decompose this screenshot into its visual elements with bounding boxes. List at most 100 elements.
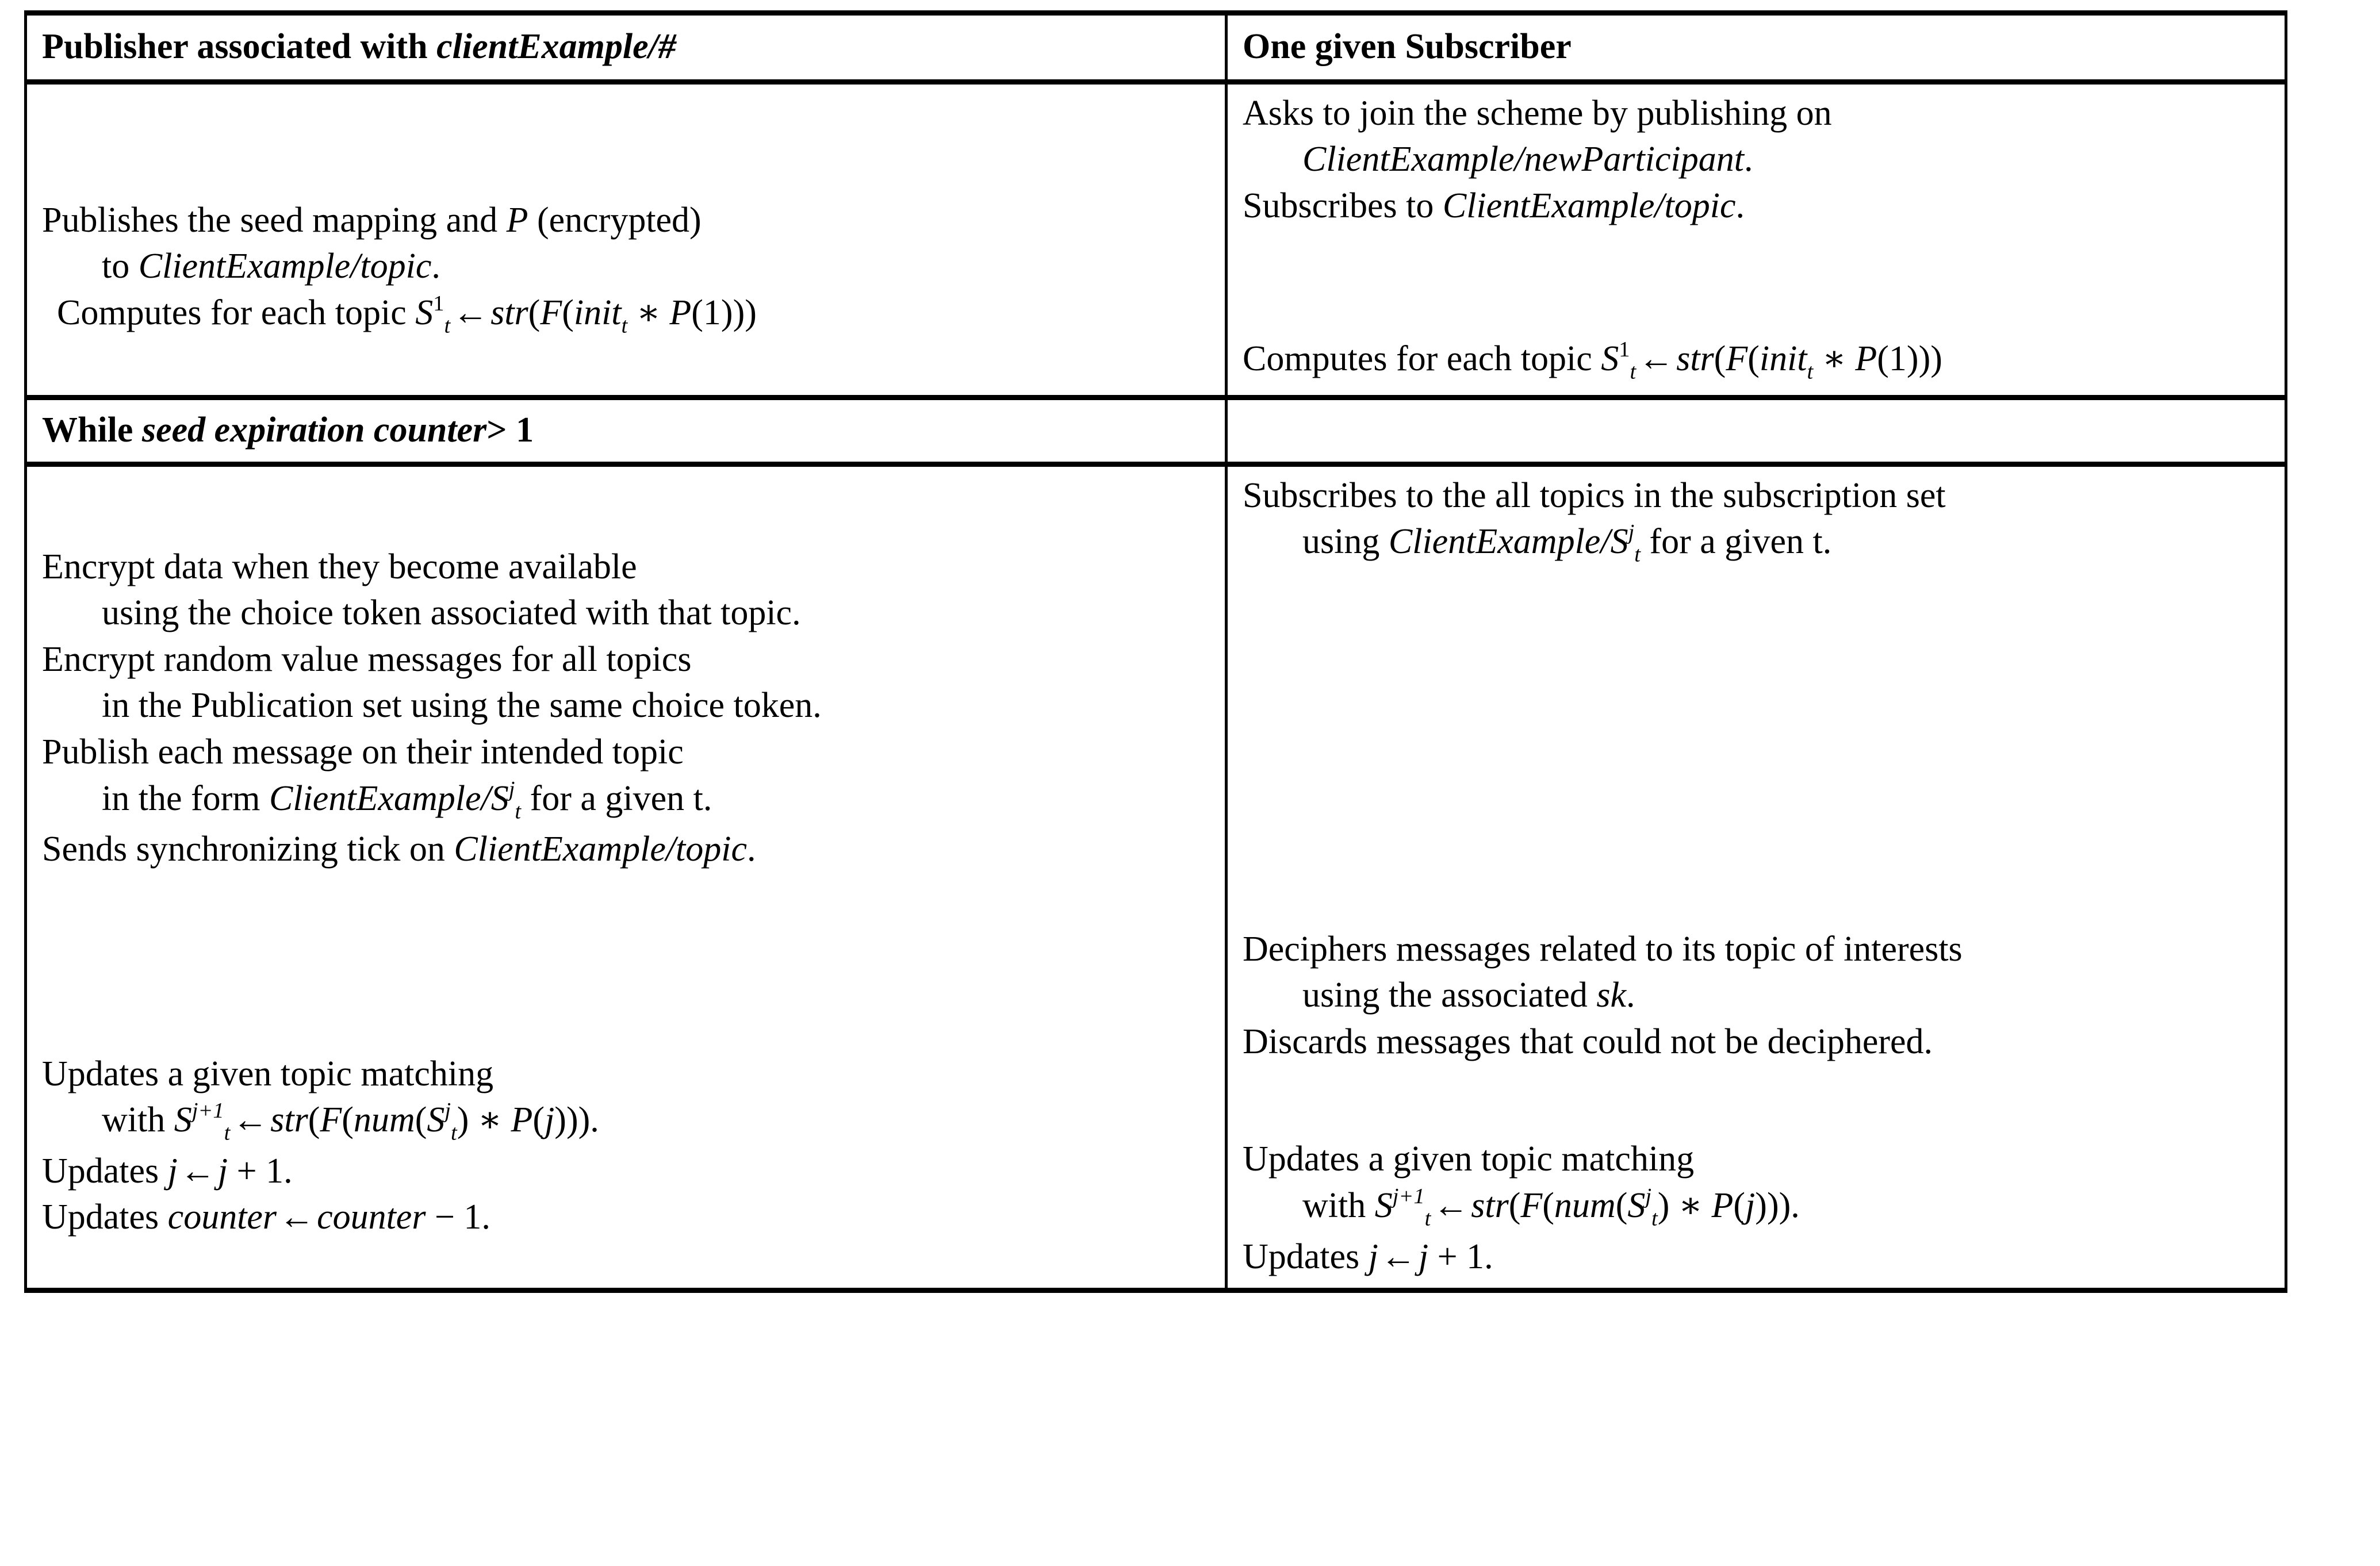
eq-S: S [1601,339,1619,379]
eq-num: num [353,1100,415,1140]
eq-arrow: ← [279,1197,315,1237]
sub-using-assoc-text: using the associated [1302,976,1597,1015]
while-variable: seed expiration counter [141,410,487,450]
eq-sup-j: j [1628,520,1635,545]
eq-period: . [1484,1237,1493,1276]
eq-S: S [415,293,434,332]
eq-sup-j-plus-1: j+1 [1392,1184,1425,1209]
eq-period: . [590,1100,599,1140]
eq-F: F [1520,1186,1543,1226]
pub-updates-word: Updates [42,1151,168,1191]
cell-while-condition: While seed expiration counter> 1 [24,397,1228,466]
eq-slash: / [481,778,491,818]
eq-paren-open: ( [528,293,541,332]
pub-encrypt-random-line: Encrypt random value messages for all to… [42,639,692,679]
header-cell-subscriber: One given Subscriber [1225,13,2287,85]
sub-using-sk-line: using the associated sk. [1243,972,2270,1019]
sub-using-word: using [1302,522,1389,562]
eq-sup-j: j [444,1099,451,1123]
protocol-table: Publisher associated with clientExample/… [24,10,2287,1294]
eq-asterisk: ∗ [1678,1186,1703,1226]
eq-one: 1 [266,1151,284,1191]
eq-j: j [1368,1237,1378,1276]
eq-one: 1 [703,293,721,332]
eq-paren-open: ( [1733,1186,1746,1226]
eq-arrow: ← [453,293,489,332]
eq-init: init [1759,339,1807,379]
pub-publishes-line: Publishes the seed mapping and P (encryp… [42,197,1210,244]
header-publisher-label: Publisher associated with [42,27,437,66]
sub-subscribes-topic: ClientExample/topic [1442,186,1736,225]
pub-with-formula-line: with Sj+1t←str(F(num(Sjt) ∗ P(j))). [42,1097,1210,1148]
pub-to-topic: ClientExample/topic [138,247,432,286]
eq-num: num [1554,1186,1616,1226]
sub-computes-line: Computes for each topic S1t←str(F(initt … [1243,336,2270,387]
eq-arrow: ← [232,1100,269,1140]
eq-str: str [270,1100,308,1140]
eq-S: S [427,1100,445,1140]
eq-asterisk: ∗ [477,1100,503,1140]
pub-computes-line: Computes for each topic S1t←str(F(initt … [42,290,1210,341]
pub-updates-topic-line: Updates a given topic matching [42,1054,494,1093]
sub-newparticipant-line: ClientExample/newParticipant. [1243,136,2270,183]
eq-paren-open: ( [1877,339,1889,379]
pub-sends-tick-topic: ClientExample/topic [454,830,748,869]
eq-paren-open: ( [1615,1186,1628,1226]
eq-arrow: ← [1380,1237,1416,1276]
eq-paren-close: ) [1657,1186,1670,1226]
eq-paren-open: ( [1714,339,1726,379]
eq-paren-close: ) [1779,1186,1791,1226]
cell-subscriber-setup: Asks to join the scheme by publishing on… [1225,82,2287,399]
eq-paren-open: ( [562,293,574,332]
vertical-spacer [42,873,1210,1051]
header-cell-publisher: Publisher associated with clientExample/… [24,13,1228,85]
pub-in-the-form-text: in the form [102,778,269,818]
eq-S: S [1374,1186,1393,1226]
eq-one: 1 [463,1197,482,1237]
cell-while-empty [1225,397,2287,465]
vertical-spacer [1243,570,2270,855]
eq-arrow: ← [1433,1186,1469,1226]
eq-sub-t: t [1634,542,1641,567]
sub-clientexample: ClientExample [1388,522,1601,562]
sub-for-given-t: for a given t. [1640,522,1832,562]
sub-sk-period: . [1626,976,1635,1015]
eq-paren-close: ) [578,1100,591,1140]
eq-paren-close: ) [733,293,745,332]
eq-paren-open: ( [532,1100,545,1140]
pub-to-period: . [431,247,440,286]
eq-paren-open: ( [415,1100,427,1140]
eq-sub-t: t [451,1120,457,1145]
eq-sub-t: t [515,799,522,824]
eq-slash: / [1600,522,1611,562]
sub-with-formula-line: with Sj+1t←str(F(num(Sjt) ∗ P(j))). [1243,1183,2270,1234]
eq-sub-t: t [1651,1206,1658,1231]
sub-deciphers-line: Deciphers messages related to its topic … [1243,929,1963,969]
vertical-spacer [1243,1065,2270,1136]
header-publisher-topic: clientExample/# [436,27,676,66]
eq-plus: + [1437,1237,1458,1276]
eq-F: F [540,293,562,332]
sub-sk: sk [1596,976,1627,1015]
vertical-spacer [42,473,1210,544]
eq-plus: + [236,1151,257,1191]
eq-S: S [490,778,509,818]
eq-paren-close: ) [566,1100,578,1140]
vertical-spacer [1243,229,2270,336]
eq-sub-t: t [444,313,451,338]
eq-init: init [573,293,622,332]
eq-arrow: ← [179,1151,216,1191]
eq-counter: counter [317,1197,426,1237]
eq-period: . [481,1197,490,1237]
eq-sub-t: t [621,313,628,338]
eq-S: S [1610,522,1628,562]
sub-using-formula-line: using ClientExample/Sjt for a given t. [1243,519,2270,570]
eq-asterisk: ∗ [1822,339,1846,379]
eq-paren-close: ) [457,1100,469,1140]
cell-publisher-loop: Encrypt data when they become available … [24,464,1228,1294]
pub-in-publication-line: in the Publication set using the same ch… [102,686,822,726]
sub-asks-line: Asks to join the scheme by publishing on [1243,93,1832,133]
eq-paren-open: ( [1747,339,1760,379]
table-header-row: Publisher associated with clientExample/… [24,13,2287,85]
